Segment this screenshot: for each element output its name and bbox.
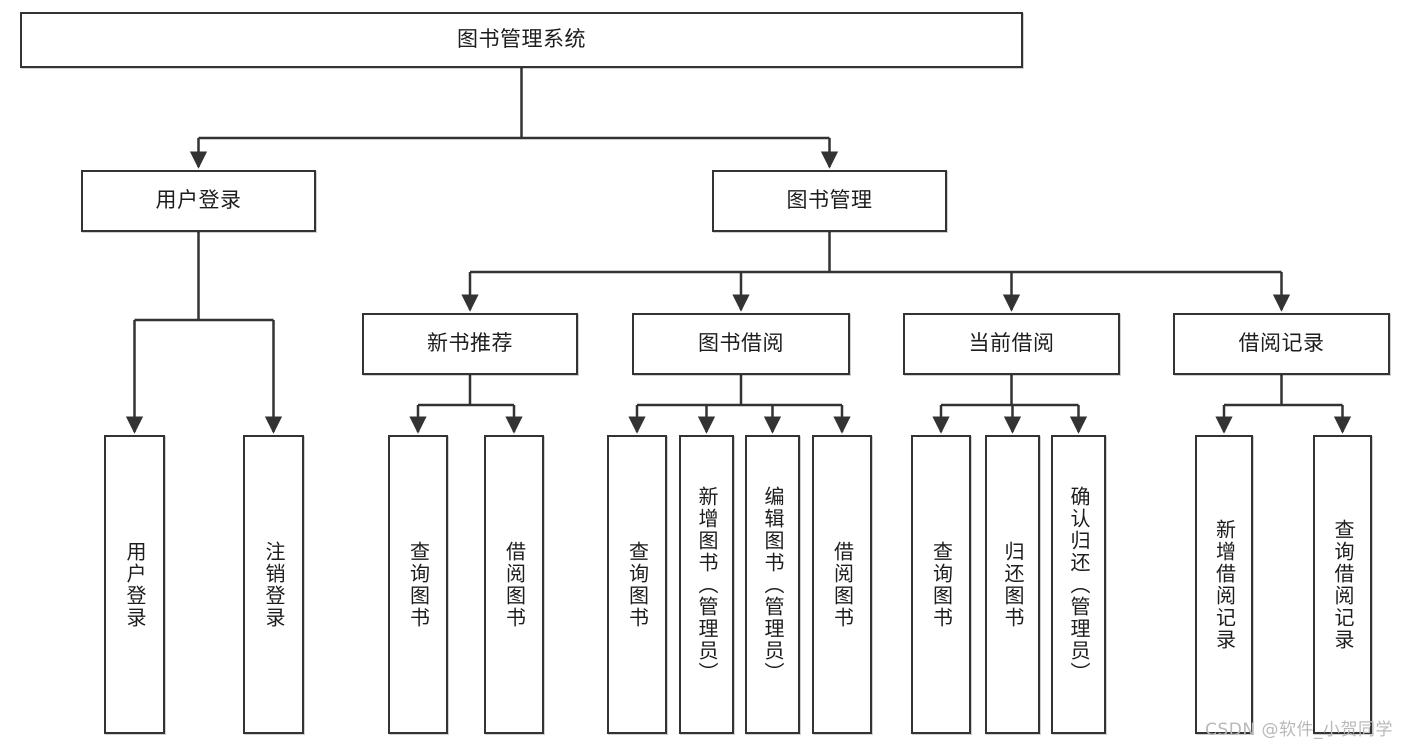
node-current-borrow[interactable]: 当前借阅	[903, 313, 1120, 375]
node-leaf-add-book[interactable]: 新增图书（管理员）	[679, 435, 734, 734]
node-root[interactable]: 图书管理系统	[20, 12, 1023, 68]
node-user-login[interactable]: 用户登录	[81, 170, 316, 232]
node-label-new-book-rec: 新书推荐	[427, 331, 513, 356]
watermark-text: CSDN @软件_小贺同学	[1205, 720, 1393, 740]
node-label-leaf-edit-book: 编辑图书（管理员）	[761, 485, 785, 684]
node-label-leaf-user-login: 用户登录	[123, 540, 147, 629]
node-label-leaf-borrow-book-1: 借阅图书	[502, 540, 527, 629]
node-leaf-edit-book[interactable]: 编辑图书（管理员）	[745, 435, 800, 734]
node-label-leaf-user-logout: 注销登录	[262, 540, 286, 629]
node-leaf-user-login[interactable]: 用户登录	[104, 435, 165, 734]
node-label-current-borrow: 当前借阅	[968, 331, 1055, 356]
node-label-leaf-borrow-book-2: 借阅图书	[830, 540, 855, 629]
node-label-leaf-query-book-3: 查询图书	[929, 540, 954, 629]
node-leaf-query-book-2[interactable]: 查询图书	[607, 435, 667, 734]
node-label-root: 图书管理系统	[457, 27, 586, 52]
node-leaf-borrow-book-2[interactable]: 借阅图书	[812, 435, 872, 734]
node-leaf-add-record[interactable]: 新增借阅记录	[1195, 435, 1253, 734]
node-label-leaf-confirm-return: 确认归还（管理员）	[1067, 485, 1091, 684]
node-label-leaf-query-book-1: 查询图书	[406, 540, 431, 629]
node-book-manage[interactable]: 图书管理	[712, 170, 947, 232]
node-label-book-borrow: 图书借阅	[698, 331, 784, 356]
node-book-borrow[interactable]: 图书借阅	[632, 313, 850, 375]
node-leaf-query-record[interactable]: 查询借阅记录	[1313, 435, 1372, 734]
node-label-leaf-query-record: 查询借阅记录	[1331, 518, 1355, 651]
node-label-borrow-record: 借阅记录	[1238, 331, 1325, 356]
node-label-leaf-add-record: 新增借阅记录	[1212, 518, 1237, 651]
node-label-leaf-query-book-2: 查询图书	[625, 540, 650, 629]
node-borrow-record[interactable]: 借阅记录	[1173, 313, 1390, 375]
node-leaf-confirm-return[interactable]: 确认归还（管理员）	[1051, 435, 1106, 734]
node-leaf-query-book-3[interactable]: 查询图书	[911, 435, 971, 734]
node-leaf-user-logout[interactable]: 注销登录	[243, 435, 304, 734]
node-leaf-return-book[interactable]: 归还图书	[985, 435, 1040, 734]
node-label-book-manage: 图书管理	[786, 188, 873, 213]
node-label-user-login: 用户登录	[155, 188, 242, 213]
node-leaf-borrow-book-1[interactable]: 借阅图书	[484, 435, 544, 734]
node-label-leaf-return-book: 归还图书	[1001, 540, 1025, 629]
node-new-book-rec[interactable]: 新书推荐	[362, 313, 578, 375]
node-label-leaf-add-book: 新增图书（管理员）	[695, 485, 719, 684]
node-leaf-query-book-1[interactable]: 查询图书	[388, 435, 448, 734]
